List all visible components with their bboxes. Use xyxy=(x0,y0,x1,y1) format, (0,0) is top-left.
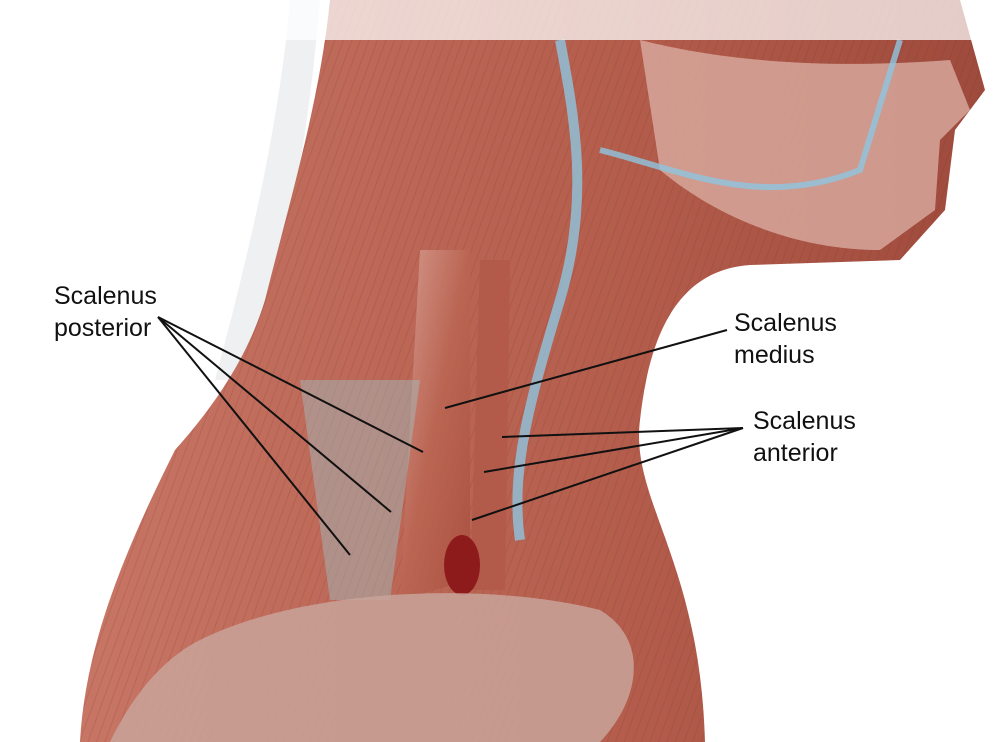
label-line: medius xyxy=(734,341,815,369)
label-scalenus-medius: Scalenus medius xyxy=(734,307,837,371)
scalenus-medius-muscle xyxy=(400,250,470,600)
leader-anterior-3 xyxy=(471,427,744,521)
label-line: anterior xyxy=(753,439,838,467)
leader-anterior-1 xyxy=(501,427,744,438)
scalenus-anterior-muscle xyxy=(470,260,510,590)
label-scalenus-posterior: Scalenus posterior xyxy=(54,280,157,344)
leader-lines xyxy=(157,316,744,556)
label-line: Scalenus xyxy=(734,309,837,337)
jugular-vein xyxy=(512,39,583,541)
label-line: Scalenus xyxy=(54,282,157,310)
clavicle-region xyxy=(110,593,634,742)
leader-medius xyxy=(444,329,728,409)
skin-outline xyxy=(215,0,320,380)
leader-posterior-1 xyxy=(157,316,424,453)
label-line: posterior xyxy=(54,314,152,342)
leader-anterior-2 xyxy=(483,427,744,473)
label-scalenus-anterior: Scalenus anterior xyxy=(753,405,856,469)
subclavian-artery xyxy=(444,535,480,595)
top-fade-band xyxy=(0,0,1000,40)
leader-posterior-2 xyxy=(157,316,392,513)
leader-posterior-3 xyxy=(157,316,351,556)
facial-vein xyxy=(599,39,903,191)
label-line: Scalenus xyxy=(753,407,856,435)
jaw xyxy=(640,40,970,250)
